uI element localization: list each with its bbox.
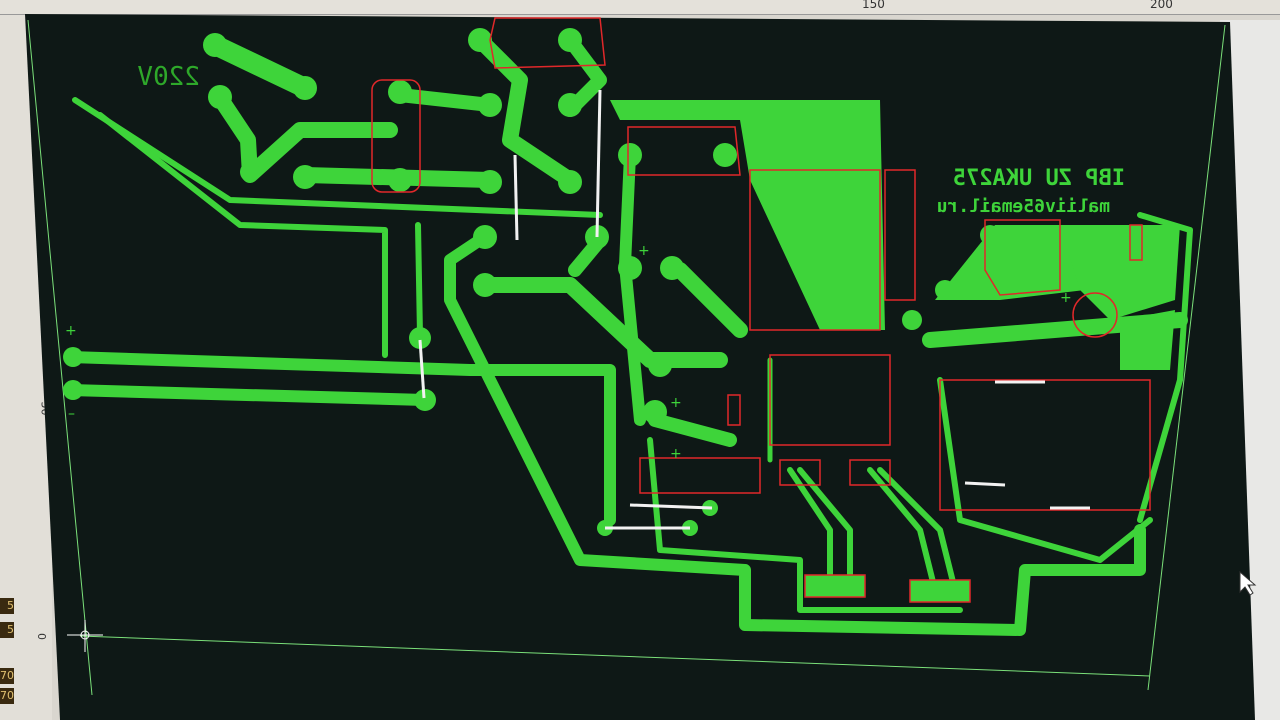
top-ruler: 150 200: [0, 0, 1280, 15]
board-outline-left: [27, 19, 93, 696]
plus-mark: +: [670, 446, 682, 462]
email-label: maliiv65email.ru: [937, 196, 1110, 217]
title-label: IBP ZU UKA275: [953, 166, 1125, 191]
panel-value[interactable]: 5: [0, 598, 14, 614]
board-labels: 220V IBP ZU UKA275 maliiv65email.ru + + …: [65, 62, 1125, 462]
plus-mark: +: [65, 323, 77, 339]
origin-crosshair-icon: [67, 620, 103, 652]
panel-value[interactable]: 70: [0, 688, 14, 704]
plus-mark: +: [1060, 290, 1072, 306]
board-outline-bottom: [79, 635, 1151, 677]
ruler-label: 200: [1150, 0, 1173, 11]
pads: [63, 28, 1065, 536]
ruler-label: 150: [862, 0, 885, 11]
panel-value[interactable]: 70: [0, 668, 14, 684]
wire-jumpers: [418, 89, 1090, 530]
board-outline-right: [1147, 24, 1226, 691]
voltage-label: 220V: [137, 62, 200, 92]
panel-value[interactable]: 5: [0, 622, 14, 638]
plus-mark: +: [670, 395, 682, 411]
silkscreen: [371, 17, 1151, 603]
plus-mark: +: [638, 243, 650, 259]
minus-mark: –: [68, 406, 75, 422]
mouse-cursor-icon: [1239, 570, 1257, 596]
